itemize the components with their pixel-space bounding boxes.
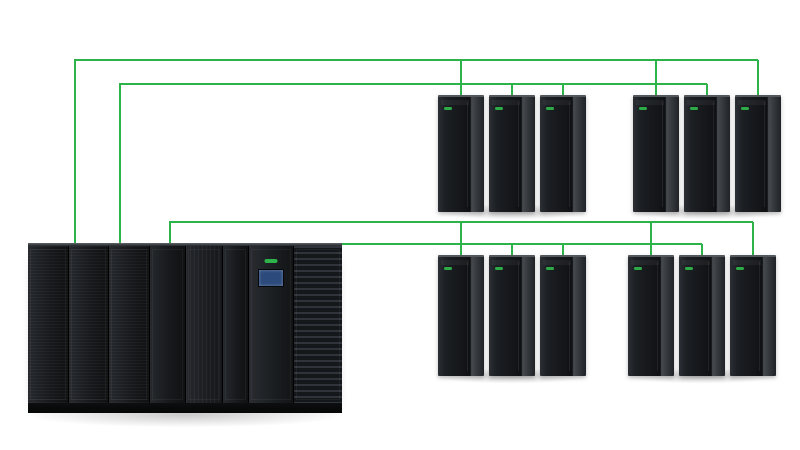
cabinet-panel-mesh — [28, 246, 69, 403]
cabinet-panel-mesh — [68, 246, 109, 403]
rack-group-top-left — [438, 95, 586, 212]
server-rack — [540, 255, 586, 376]
bus-c-drop-lines — [460, 222, 754, 257]
cabinet-body — [28, 246, 343, 403]
brand-logo-icon — [690, 107, 698, 110]
server-rack — [684, 95, 730, 212]
server-rack — [679, 255, 725, 376]
cabinet-panel-solid — [149, 246, 187, 403]
server-rack — [438, 255, 484, 376]
power-cabinet-row — [28, 243, 343, 413]
server-rack — [540, 95, 586, 212]
control-display-screen — [258, 269, 284, 287]
bus-d-drop-lines — [511, 244, 703, 257]
server-rack — [633, 95, 679, 212]
brand-logo-icon — [546, 107, 554, 110]
server-rack — [489, 255, 535, 376]
brand-logo-icon — [444, 107, 452, 110]
server-rack — [628, 255, 674, 376]
server-rack — [489, 95, 535, 212]
bus-a-drop-lines — [460, 60, 759, 97]
brand-logo-icon — [264, 259, 278, 263]
bus-b-drop-lines — [511, 84, 708, 97]
server-rack — [438, 95, 484, 212]
brand-logo-icon — [639, 107, 647, 110]
cabinet-plinth — [28, 403, 342, 413]
bus-c-line — [169, 221, 753, 246]
brand-logo-icon — [444, 267, 452, 270]
cabinet-panel-narrow — [223, 246, 250, 403]
bus-a-line — [74, 59, 758, 246]
server-rack — [730, 255, 776, 376]
cabinet-panel-mesh — [109, 246, 150, 403]
brand-logo-icon — [495, 107, 503, 110]
brand-logo-icon — [634, 267, 642, 270]
brand-logo-icon — [736, 267, 744, 270]
brand-logo-icon — [741, 107, 749, 110]
rack-group-bottom-left — [438, 255, 586, 376]
cabinet-panel-vent-v — [186, 246, 224, 403]
rack-group-top-right — [633, 95, 781, 212]
brand-logo-icon — [685, 267, 693, 270]
cabinet-panel-control — [249, 246, 294, 403]
brand-logo-icon — [495, 267, 503, 270]
cabinet-top-edge — [28, 243, 342, 246]
rack-group-bottom-right — [628, 255, 776, 376]
cabinet-panel-vent-h — [293, 246, 343, 403]
brand-logo-icon — [546, 267, 554, 270]
server-rack — [735, 95, 781, 212]
